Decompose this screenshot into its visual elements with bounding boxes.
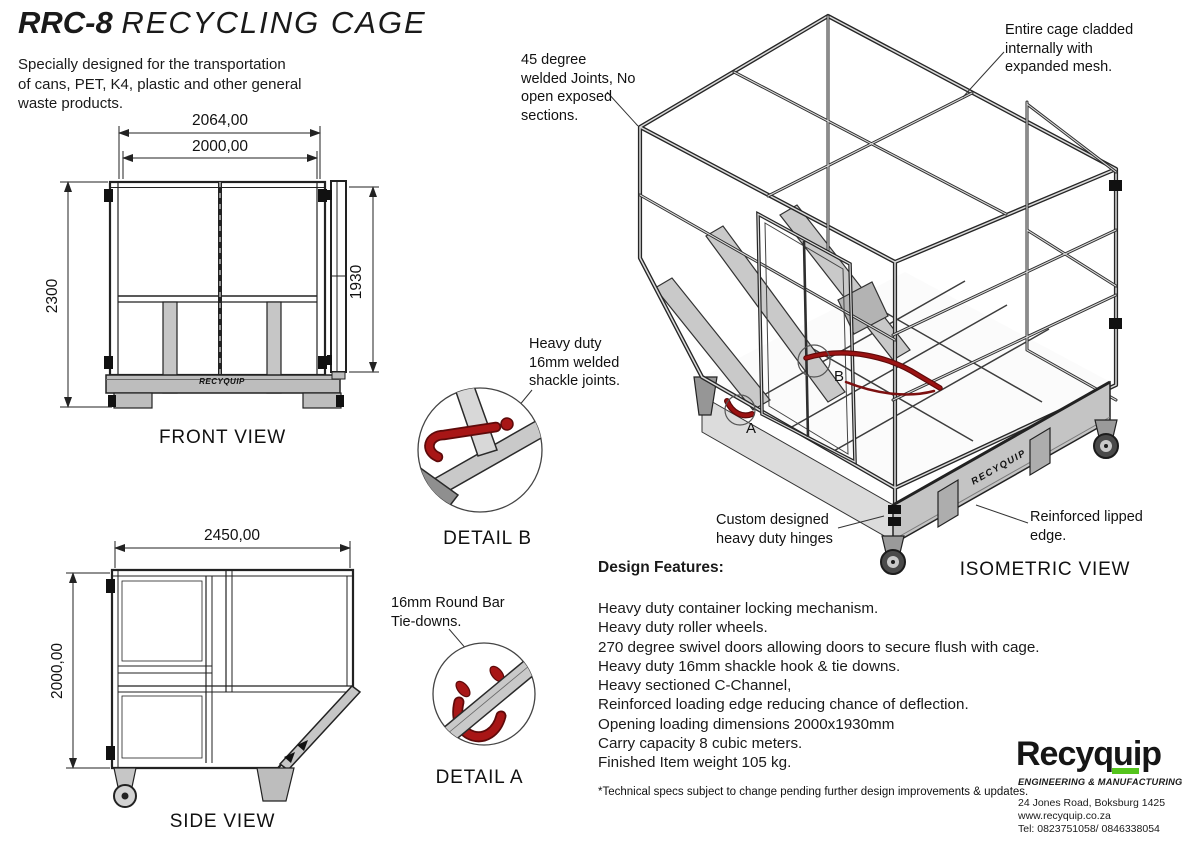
feature-item: 270 degree swivel doors allowing doors t… bbox=[598, 638, 1040, 656]
front-hinge-pins bbox=[104, 189, 327, 369]
iso-base-channel bbox=[892, 380, 1111, 546]
welds-callout: 45 degree welded Joints, No open exposed… bbox=[521, 52, 636, 124]
company-logo: Recyquip bbox=[1016, 735, 1162, 773]
isometric-view-label: ISOMETRIC VIEW bbox=[959, 559, 1131, 580]
dim-depth: 2450,00 bbox=[203, 527, 261, 544]
feature-item: Reinforced loading edge reducing chance … bbox=[598, 696, 969, 714]
page-title: RRC-8 RECYCLING CAGE bbox=[18, 5, 427, 40]
dim-door-height: 1930 bbox=[348, 264, 365, 300]
iso-open-door bbox=[756, 210, 857, 465]
detail-a-callout: 16mm Round Bar Tie-downs. bbox=[391, 595, 505, 630]
iso-leader-lines bbox=[606, 51, 1029, 529]
detail-a-drawing bbox=[432, 628, 536, 746]
feature-item: Heavy duty roller wheels. bbox=[598, 619, 768, 637]
front-base-channel bbox=[105, 374, 344, 409]
iso-hinges bbox=[888, 180, 1122, 526]
dim-side-height: 2000,00 bbox=[49, 642, 66, 700]
feature-item: Finished Item weight 105 kg. bbox=[598, 754, 792, 772]
design-features-heading: Design Features: bbox=[598, 559, 724, 576]
design-features-list: Heavy duty container locking mechanism. … bbox=[598, 599, 1058, 773]
feature-item: Opening loading dimensions 2000x1930mm bbox=[598, 715, 895, 733]
dim-overall-width: 2064,00 bbox=[191, 112, 249, 129]
feature-item: Heavy duty 16mm shackle hook & tie downs… bbox=[598, 657, 901, 675]
feature-item: Heavy sectioned C-Channel, bbox=[598, 677, 792, 695]
iso-foot bbox=[693, 376, 718, 416]
company-phone: Tel: 0823751058/ 0846338054 bbox=[1018, 823, 1160, 835]
lip-callout: Reinforced lipped edge. bbox=[1030, 509, 1143, 544]
hinges-callout: Custom designed heavy duty hinges bbox=[716, 512, 833, 547]
detail-b-label: DETAIL B bbox=[443, 528, 532, 549]
technical-disclaimer: *Technical specs subject to change pendi… bbox=[598, 786, 1029, 798]
mesh-callout: Entire cage cladded internally with expa… bbox=[1005, 22, 1134, 75]
company-tagline: ENGINEERING & MANUFACTURING bbox=[1018, 777, 1183, 787]
company-website: www.recyquip.co.za bbox=[1018, 810, 1111, 822]
side-caster-wheel bbox=[113, 767, 137, 808]
side-view-drawing bbox=[106, 568, 362, 808]
detail-b-marker-circle bbox=[797, 344, 831, 378]
feature-item: Heavy duty container locking mechanism. bbox=[598, 600, 879, 617]
logo-green-underline bbox=[1112, 768, 1139, 774]
model-code: RRC-8 bbox=[18, 5, 113, 40]
iso-tie-bars bbox=[724, 350, 943, 419]
product-name: RECYCLING CAGE bbox=[121, 5, 427, 40]
detail-b-marker-label: B bbox=[834, 368, 845, 385]
front-dimension-lines bbox=[60, 126, 379, 408]
dim-opening-width: 2000,00 bbox=[191, 138, 249, 155]
dim-overall-height: 2300 bbox=[44, 278, 61, 314]
product-description: Specially designed for the transportatio… bbox=[18, 56, 302, 112]
detail-b-drawing bbox=[417, 387, 543, 513]
isometric-drawing bbox=[606, 13, 1122, 575]
feature-item: Carry capacity 8 cubic meters. bbox=[598, 735, 803, 753]
tie-down-bar bbox=[452, 665, 507, 743]
front-open-door bbox=[327, 180, 347, 380]
company-address: 24 Jones Road, Boksburg 1425 bbox=[1018, 797, 1166, 809]
detail-a-marker-label: A bbox=[746, 420, 757, 437]
detail-a-marker-circle bbox=[724, 394, 756, 426]
iso-caster-wheel bbox=[1093, 419, 1119, 459]
shackle-joint bbox=[424, 417, 514, 463]
detail-b-callout: Heavy duty 16mm welded shackle joints. bbox=[529, 336, 621, 389]
iso-caster-wheel bbox=[880, 535, 906, 575]
front-view-drawing bbox=[104, 180, 347, 409]
side-dimension-lines bbox=[66, 541, 351, 769]
front-view-label: FRONT VIEW bbox=[159, 427, 286, 448]
base-brand-text: RECYQUIP bbox=[199, 377, 245, 386]
side-fixed-foot bbox=[256, 767, 295, 802]
detail-a-label: DETAIL A bbox=[435, 767, 524, 788]
side-view-label: SIDE VIEW bbox=[169, 811, 276, 832]
